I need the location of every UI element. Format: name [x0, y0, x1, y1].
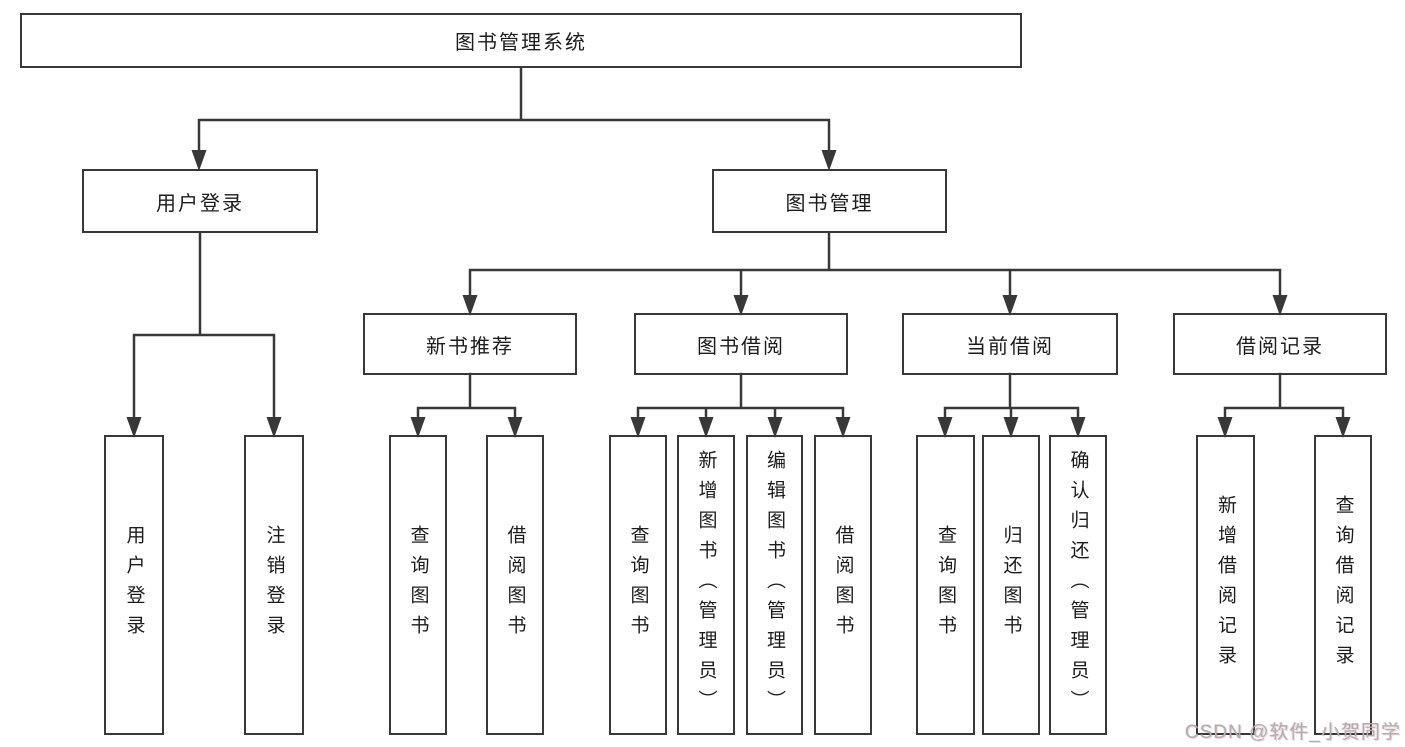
- node-book-management: 图书管理: [712, 169, 947, 233]
- leaf-confirm-return-admin-label: 确认归还（管理员）: [1067, 450, 1089, 720]
- node-book-management-label: 图书管理: [785, 192, 874, 215]
- node-book-borrowing: 图书借阅: [634, 313, 848, 375]
- leaf-query-books-current: 查询图书: [916, 435, 975, 735]
- leaf-add-book-admin: 新增图书（管理员）: [677, 435, 735, 735]
- leaf-query-borrow-record: 查询借阅记录: [1314, 435, 1372, 735]
- leaf-edit-book-admin-label: 编辑图书（管理员）: [764, 450, 785, 720]
- leaf-add-book-admin-label: 新增图书（管理员）: [695, 450, 717, 720]
- node-current-borrowing: 当前借阅: [902, 313, 1118, 375]
- leaf-query-books-recommend-label: 查询图书: [407, 525, 429, 645]
- leaf-logout: 注销登录: [244, 435, 304, 735]
- node-borrowing-records: 借阅记录: [1173, 313, 1387, 375]
- node-book-borrowing-label: 图书借阅: [697, 335, 785, 358]
- leaf-return-book: 归还图书: [982, 435, 1040, 735]
- leaf-query-books-borrowing-label: 查询图书: [627, 525, 649, 645]
- node-root-system: 图书管理系统: [20, 13, 1022, 68]
- node-new-book-recommendation: 新书推荐: [363, 313, 577, 375]
- leaf-borrow-books-recommend: 借阅图书: [486, 435, 544, 735]
- leaf-borrow-books-recommend-label: 借阅图书: [504, 525, 526, 645]
- leaf-query-books-current-label: 查询图书: [935, 525, 956, 645]
- leaf-user-login-label: 用户登录: [123, 525, 145, 645]
- leaf-confirm-return-admin: 确认归还（管理员）: [1049, 435, 1107, 735]
- node-borrowing-records-label: 借阅记录: [1236, 335, 1324, 358]
- node-root-system-label: 图书管理系统: [455, 32, 587, 54]
- leaf-return-book-label: 归还图书: [1000, 525, 1022, 645]
- leaf-add-borrow-record-label: 新增借阅记录: [1215, 495, 1236, 675]
- node-new-book-recommendation-label: 新书推荐: [426, 335, 514, 358]
- leaf-query-books-recommend: 查询图书: [389, 435, 447, 735]
- leaf-add-borrow-record: 新增借阅记录: [1196, 435, 1255, 735]
- node-user-login-label: 用户登录: [156, 192, 244, 215]
- leaf-borrow-books-borrowing-label: 借阅图书: [832, 525, 854, 645]
- leaf-edit-book-admin: 编辑图书（管理员）: [746, 435, 803, 735]
- node-user-login: 用户登录: [82, 169, 318, 233]
- leaf-logout-label: 注销登录: [263, 525, 285, 645]
- leaf-query-books-borrowing: 查询图书: [609, 435, 667, 735]
- leaf-borrow-books-borrowing: 借阅图书: [814, 435, 872, 735]
- leaf-user-login: 用户登录: [104, 435, 164, 735]
- leaf-query-borrow-record-label: 查询借阅记录: [1332, 495, 1354, 675]
- node-current-borrowing-label: 当前借阅: [966, 335, 1054, 358]
- csdn-watermark: CSDN @软件_小贺同学: [1185, 722, 1401, 743]
